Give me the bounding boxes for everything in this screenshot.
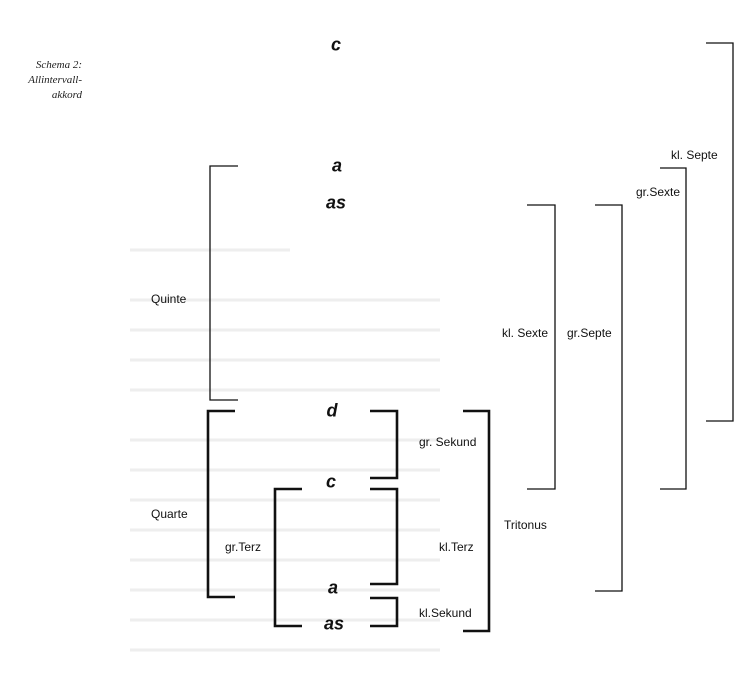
label-kl-terz: kl.Terz bbox=[439, 540, 474, 554]
background-show-through bbox=[130, 248, 440, 652]
note-c-top: c bbox=[330, 34, 342, 55]
bracket-kl-sexte bbox=[527, 204, 556, 490]
label-kl-sexte: kl. Sexte bbox=[502, 326, 549, 340]
label-quarte: Quarte bbox=[151, 507, 188, 521]
bracket-quarte bbox=[206, 409, 235, 599]
label-kl-sekund: kl.Sekund bbox=[419, 606, 472, 620]
bracket-gr-septe bbox=[595, 204, 623, 592]
schema-caption: Schema 2: Allintervall- akkord bbox=[0, 58, 82, 103]
label-quinte: Quinte bbox=[151, 292, 187, 306]
label-gr-sexte: gr.Sexte bbox=[636, 185, 681, 199]
caption-line-1: Schema 2: bbox=[35, 59, 82, 71]
note-d: d bbox=[326, 400, 338, 421]
bracket-quinte bbox=[209, 165, 238, 401]
label-gr-septe: gr.Septe bbox=[567, 326, 612, 340]
label-tritonus: Tritonus bbox=[504, 518, 547, 532]
bracket-gr-sexte bbox=[660, 167, 687, 490]
bracket-gr-terz bbox=[273, 487, 302, 628]
label-kl-septe: kl. Septe bbox=[671, 148, 718, 162]
label-gr-sekund: gr. Sekund bbox=[419, 435, 477, 449]
label-gr-terz: gr.Terz bbox=[225, 540, 262, 554]
caption-line-2: Allintervall- bbox=[28, 74, 82, 86]
note-a-upper: a bbox=[331, 155, 343, 176]
bracket-tritonus bbox=[463, 409, 491, 633]
bracket-kl-terz bbox=[370, 487, 399, 586]
bracket-gr-sekund bbox=[370, 409, 399, 480]
note-as-lower: as bbox=[323, 613, 345, 634]
note-c-lower: c bbox=[325, 471, 337, 492]
caption-line-3: akkord bbox=[51, 89, 82, 101]
bracket-kl-sekund bbox=[370, 596, 399, 628]
bracket-kl-septe bbox=[706, 42, 734, 422]
note-a-lower: a bbox=[327, 577, 339, 598]
note-as-upper: as bbox=[325, 192, 347, 213]
